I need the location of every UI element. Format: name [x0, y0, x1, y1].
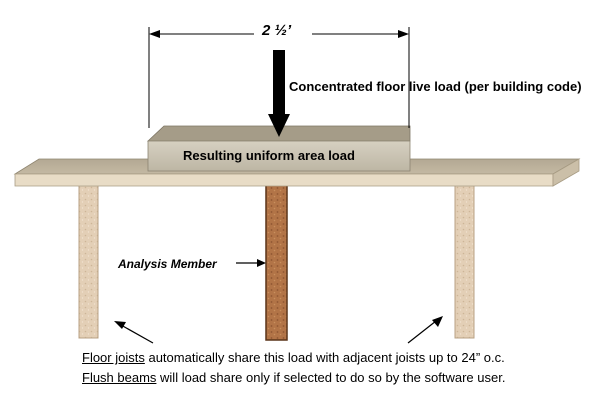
- note-line-1-text: automatically share this load with adjac…: [144, 350, 505, 365]
- left-floor-joist: [78, 181, 99, 339]
- concentrated-load-arrow: [268, 50, 290, 137]
- flush-beams-link[interactable]: Flush beams: [82, 370, 157, 385]
- note-arrow-right: [407, 316, 443, 344]
- dimension-arrow-left: [149, 30, 160, 38]
- uniform-load-label: Resulting uniform area load: [183, 148, 355, 163]
- dimension-line: [148, 27, 410, 128]
- analysis-member-joist: [265, 181, 288, 341]
- note-line-1: Floor joists automatically share this lo…: [82, 350, 505, 365]
- note-line-2: Flush beams will load share only if sele…: [82, 370, 505, 385]
- uniform-load-block: [146, 125, 411, 172]
- note-arrow-left: [114, 321, 154, 344]
- analysis-member-pointer: [236, 259, 266, 267]
- dimension-label: 2 ½’: [262, 22, 292, 39]
- analysis-member-label: Analysis Member: [118, 257, 217, 271]
- note-line-2-text: will load share only if selected to do s…: [156, 370, 506, 385]
- dimension-arrow-right: [398, 30, 409, 38]
- concentrated-load-label: Concentrated floor live load (per buildi…: [289, 79, 582, 94]
- right-floor-joist: [454, 181, 475, 339]
- floor-joists-link[interactable]: Floor joists: [82, 350, 145, 365]
